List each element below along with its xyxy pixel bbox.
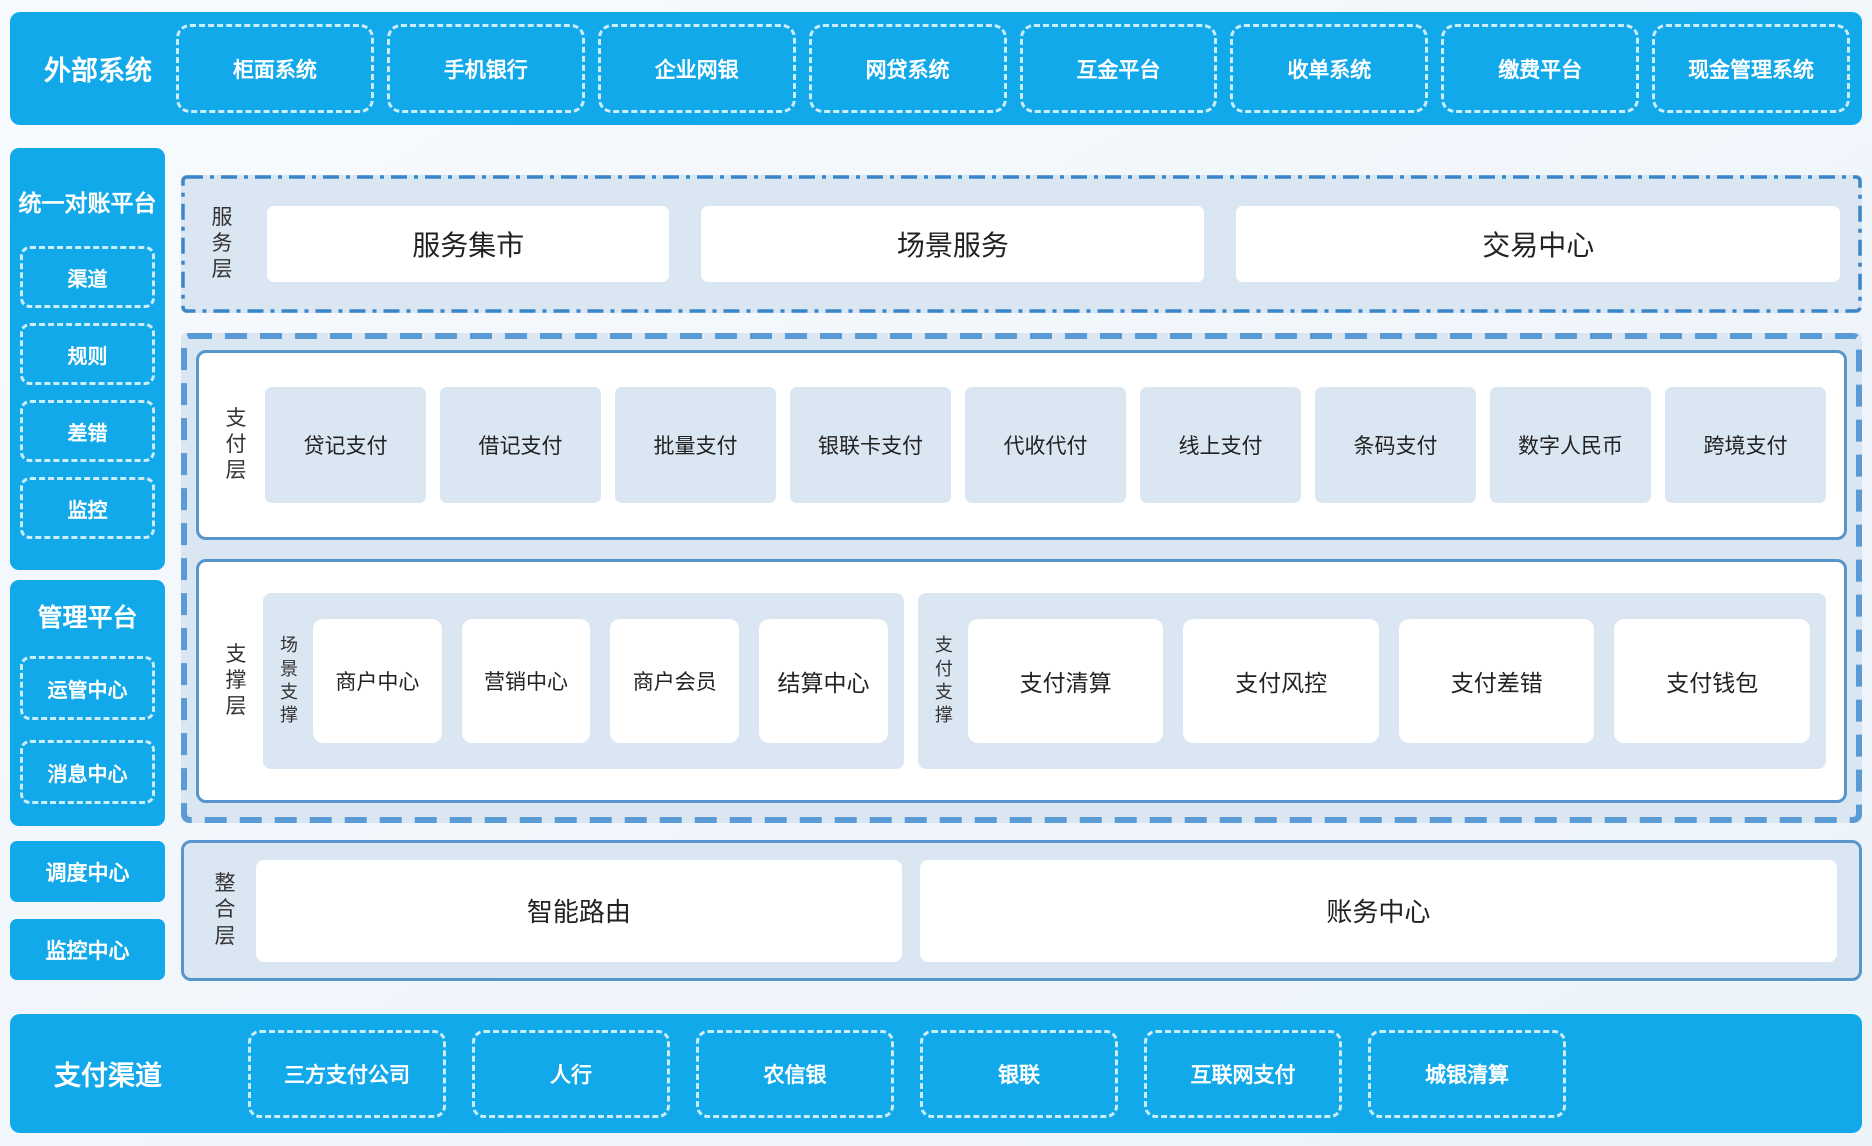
dispatch-center-box: 调度中心 xyxy=(10,841,165,902)
external-systems-title: 外部系统 xyxy=(44,56,152,86)
payment-layer-label: 支付层 xyxy=(225,406,247,483)
scene-support-label: 场景支撑 xyxy=(280,635,298,726)
reconciliation-platform-panel: 统一对账平台 渠道 规则 差错 监控 xyxy=(10,148,165,570)
payment-support-group: 支付支撑 支付清算 支付风控 支付差错 支付钱包 xyxy=(917,593,1826,769)
channel-internet-pay: 互联网支付 xyxy=(1144,1029,1342,1118)
channel-unionpay: 银联 xyxy=(920,1029,1118,1118)
integration-box-accounting-center: 账务中心 xyxy=(919,859,1837,962)
channel-third-party-pay: 三方支付公司 xyxy=(248,1029,446,1118)
external-system-mobile-bank: 手机银行 xyxy=(386,24,585,113)
payment-box-crossborder: 跨境支付 xyxy=(1665,387,1826,503)
service-layer-container: 服务层 服务集市 场景服务 交易中心 xyxy=(181,175,1862,313)
scene-support-items: 商户中心 营销中心 商户会员 结算中心 xyxy=(313,619,888,743)
recon-item-errors: 差错 xyxy=(20,400,155,462)
external-system-acquiring: 收单系统 xyxy=(1230,24,1429,113)
external-system-fintech: 互金平台 xyxy=(1019,24,1218,113)
recon-item-channel: 渠道 xyxy=(20,246,155,308)
integration-box-smart-routing: 智能路由 xyxy=(256,859,902,962)
paysupport-box-risk-control: 支付风控 xyxy=(1183,619,1379,743)
integration-layer-label: 整合层 xyxy=(214,872,236,948)
payment-box-unionpay-card: 银联卡支付 xyxy=(790,387,951,503)
monitor-center-box: 监控中心 xyxy=(10,919,165,980)
service-layer-label: 服务层 xyxy=(211,205,233,282)
payment-box-credit: 贷记支付 xyxy=(265,387,426,503)
payment-channels-items: 三方支付公司 人行 农信银 银联 互联网支付 城银清算 xyxy=(248,1029,1566,1118)
payment-layer-container: 支付层 贷记支付 借记支付 批量支付 银联卡支付 代收代付 线上支付 条码支付 … xyxy=(196,350,1847,540)
external-systems-items: 柜面系统 手机银行 企业网银 网贷系统 互金平台 收单系统 缴费平台 现金管理系… xyxy=(176,24,1850,113)
scene-box-merchant-member: 商户会员 xyxy=(610,619,740,743)
payment-box-online: 线上支付 xyxy=(1140,387,1301,503)
payment-support-items: 支付清算 支付风控 支付差错 支付钱包 xyxy=(967,619,1811,743)
paysupport-box-wallet: 支付钱包 xyxy=(1614,619,1811,743)
payment-box-digital-rmb: 数字人民币 xyxy=(1490,387,1651,503)
payment-box-debit: 借记支付 xyxy=(440,387,601,503)
scene-box-settlement-center: 结算中心 xyxy=(759,619,888,743)
service-box-trade-center: 交易中心 xyxy=(1236,206,1840,282)
integration-layer-container: 整合层 智能路由 账务中心 xyxy=(181,840,1862,981)
channel-city-bank-clearing: 城银清算 xyxy=(1368,1029,1566,1118)
scene-support-group: 场景支撑 商户中心 营销中心 商户会员 结算中心 xyxy=(263,593,904,769)
payment-layer-items: 贷记支付 借记支付 批量支付 银联卡支付 代收代付 线上支付 条码支付 数字人民… xyxy=(265,387,1826,503)
payment-support-label: 支付支撑 xyxy=(934,635,953,726)
management-platform-panel: 管理平台 运管中心 消息中心 xyxy=(10,580,165,826)
channel-pboc: 人行 xyxy=(472,1029,670,1118)
mgmt-item-message-center: 消息中心 xyxy=(20,740,155,804)
support-layer-container: 支撑层 场景支撑 商户中心 营销中心 商户会员 结算中心 支付支撑 支付清算 支… xyxy=(196,559,1847,803)
scene-box-marketing-center: 营销中心 xyxy=(461,619,591,743)
service-box-scene-service: 场景服务 xyxy=(701,206,1205,282)
external-system-cash-mgmt: 现金管理系统 xyxy=(1652,24,1850,113)
payment-box-barcode: 条码支付 xyxy=(1315,387,1476,503)
payment-box-batch: 批量支付 xyxy=(615,387,776,503)
reconciliation-platform-title: 统一对账平台 xyxy=(18,190,157,216)
recon-item-rules: 规则 xyxy=(20,323,155,385)
core-layers-container: 支付层 贷记支付 借记支付 批量支付 银联卡支付 代收代付 线上支付 条码支付 … xyxy=(181,333,1862,823)
external-system-feepay: 缴费平台 xyxy=(1441,24,1640,113)
payment-channels-bar: 支付渠道 三方支付公司 人行 农信银 银联 互联网支付 城银清算 xyxy=(10,1014,1862,1133)
payment-channels-title: 支付渠道 xyxy=(54,1061,162,1091)
paysupport-box-clearing: 支付清算 xyxy=(967,619,1164,743)
service-box-service-market: 服务集市 xyxy=(267,206,670,282)
recon-item-monitor: 监控 xyxy=(20,477,155,539)
external-system-guimian: 柜面系统 xyxy=(176,24,374,113)
payment-box-collection: 代收代付 xyxy=(965,387,1126,503)
channel-rural-credit: 农信银 xyxy=(696,1029,894,1118)
mgmt-item-operations-center: 运管中心 xyxy=(20,656,155,720)
external-system-online-loan: 网贷系统 xyxy=(808,24,1007,113)
management-platform-title: 管理平台 xyxy=(37,604,138,632)
paysupport-box-error: 支付差错 xyxy=(1398,619,1595,743)
external-systems-bar: 外部系统 柜面系统 手机银行 企业网银 网贷系统 互金平台 收单系统 缴费平台 … xyxy=(10,12,1862,125)
support-layer-groups: 场景支撑 商户中心 营销中心 商户会员 结算中心 支付支撑 支付清算 支付风控 … xyxy=(263,593,1826,769)
support-layer-label: 支撑层 xyxy=(225,642,247,719)
external-system-corp-ebank: 企业网银 xyxy=(597,24,796,113)
scene-box-merchant-center: 商户中心 xyxy=(313,619,442,743)
